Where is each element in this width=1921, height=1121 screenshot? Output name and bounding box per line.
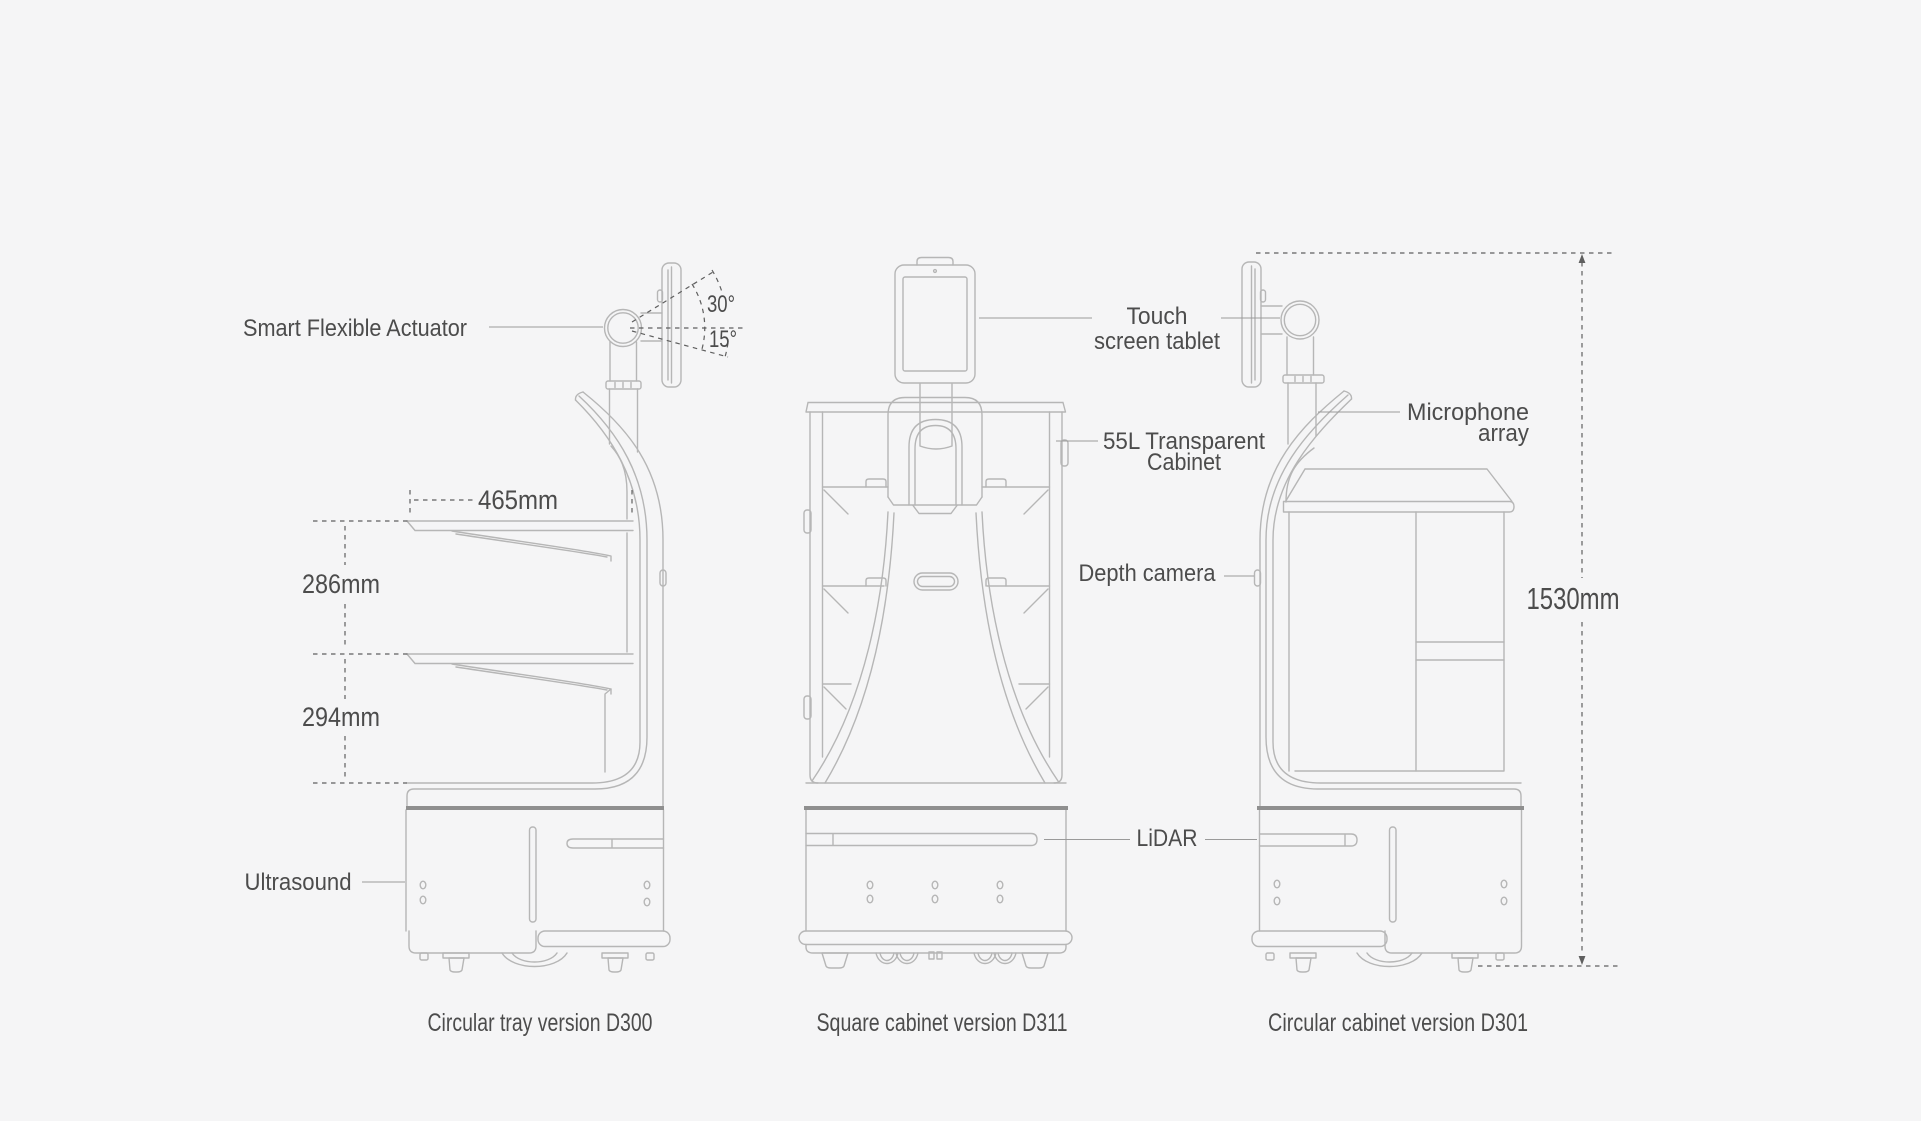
caption-d301: Circular cabinet version D301	[1268, 1009, 1528, 1037]
dim-294mm: 294mm	[302, 702, 380, 732]
label-smart-flexible-actuator: Smart Flexible Actuator	[243, 315, 467, 342]
label-ultrasound: Ultrasound	[245, 869, 352, 896]
label-55l-cabinet-line1: 55L Transparent	[1103, 428, 1265, 455]
dim-465mm: 465mm	[478, 485, 558, 515]
label-depth-camera: Depth camera	[1079, 560, 1217, 587]
label-lidar: LiDAR	[1137, 825, 1198, 852]
robot-d301-drawing	[1241, 261, 1523, 973]
dimension-lines	[313, 252, 1618, 967]
label-angle-15: 15°	[709, 326, 737, 353]
label-touch-screen-tablet-line2: screen tablet	[1094, 328, 1220, 355]
leader-lines	[362, 317, 1400, 883]
robot-d300-drawing	[405, 262, 682, 973]
dim-arrow-top	[1578, 254, 1586, 263]
dim-arrow-bottom	[1578, 956, 1586, 965]
robot-d311-drawing	[798, 256, 1073, 969]
caption-d311: Square cabinet version D311	[817, 1009, 1068, 1037]
label-55l-cabinet-line2: Cabinet	[1147, 449, 1221, 476]
label-microphone-array-line2: array	[1478, 420, 1529, 447]
label-touch-screen-tablet-line1: Touch	[1127, 303, 1188, 330]
caption-d300: Circular tray version D300	[428, 1009, 653, 1037]
dim-286mm: 286mm	[302, 569, 380, 599]
dim-1530mm: 1530mm	[1527, 581, 1620, 616]
label-angle-30: 30°	[707, 291, 735, 318]
label-microphone-array-line1: Microphone	[1407, 399, 1529, 426]
